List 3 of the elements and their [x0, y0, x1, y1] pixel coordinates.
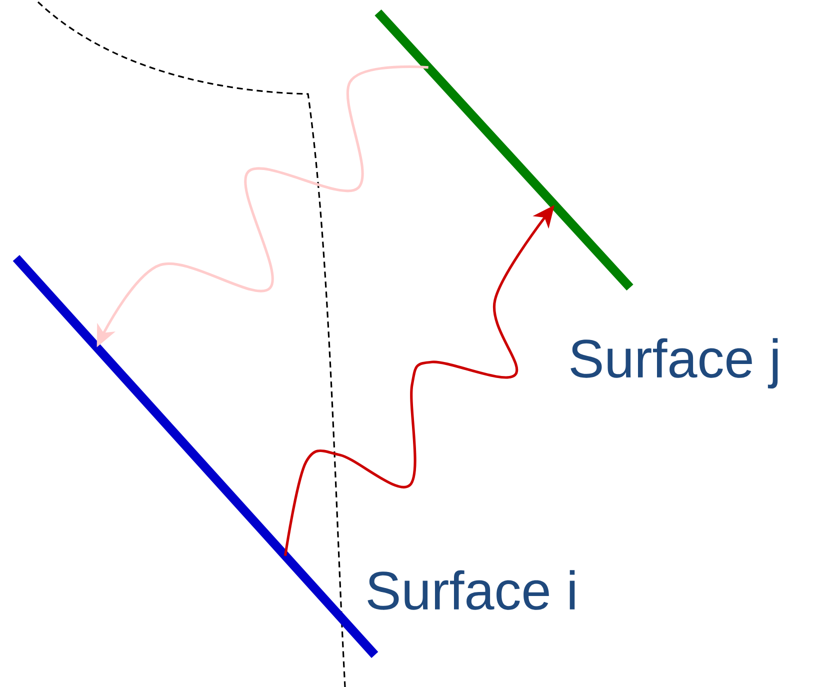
- surface-label: Surface i: [368, 570, 575, 610]
- surface-bar: [374, 9, 634, 291]
- surface-label: Surface j: [570, 338, 778, 389]
